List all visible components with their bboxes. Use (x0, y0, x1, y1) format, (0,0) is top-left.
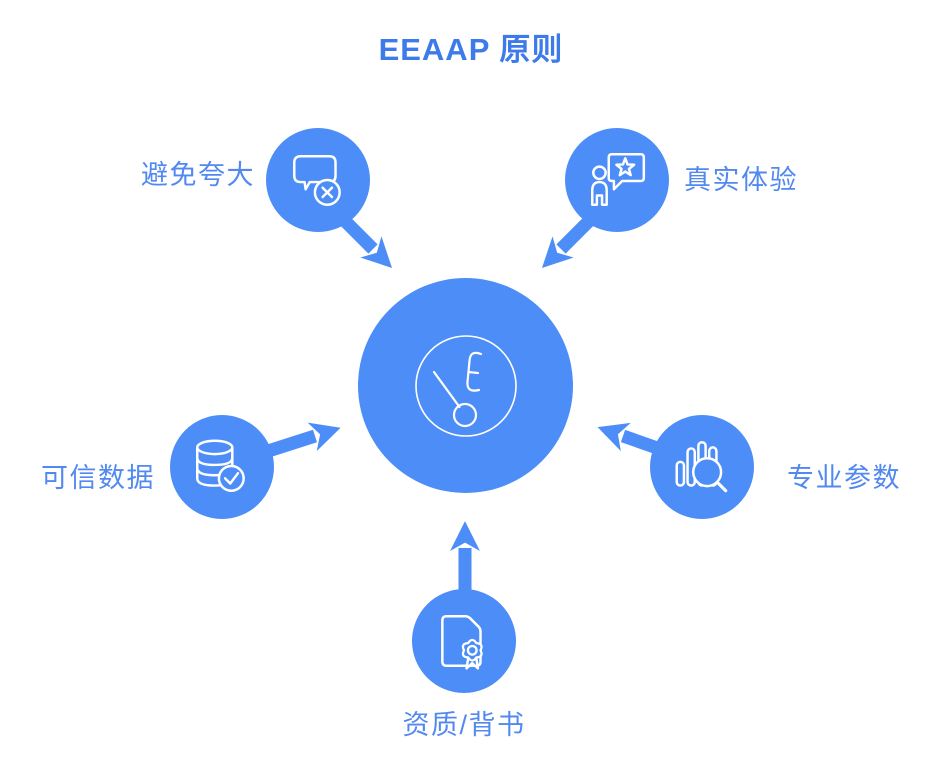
label-avoid-exaggeration: 避免夸大 (141, 160, 255, 190)
database-check-icon (196, 439, 245, 492)
person-star-review-icon (591, 152, 646, 206)
node-professional-parameters (650, 415, 754, 519)
node-avoid-exaggeration (266, 128, 370, 232)
document-award-icon (441, 615, 483, 670)
label-professional-parameters: 专业参数 (787, 463, 901, 493)
node-credentials-endorsement (412, 589, 516, 693)
chart-search-icon (675, 441, 728, 493)
diagram-title: EEAAP 原则 (378, 32, 564, 67)
chat-dismiss-icon (293, 155, 341, 206)
e-logo-icon (414, 334, 517, 437)
node-trusted-data (170, 415, 274, 519)
label-trusted-data: 可信数据 (41, 463, 155, 493)
label-credentials-endorsement: 资质/背书 (402, 710, 526, 740)
node-real-experience (565, 128, 669, 232)
hub-circle (358, 278, 573, 493)
label-real-experience: 真实体验 (684, 165, 798, 195)
